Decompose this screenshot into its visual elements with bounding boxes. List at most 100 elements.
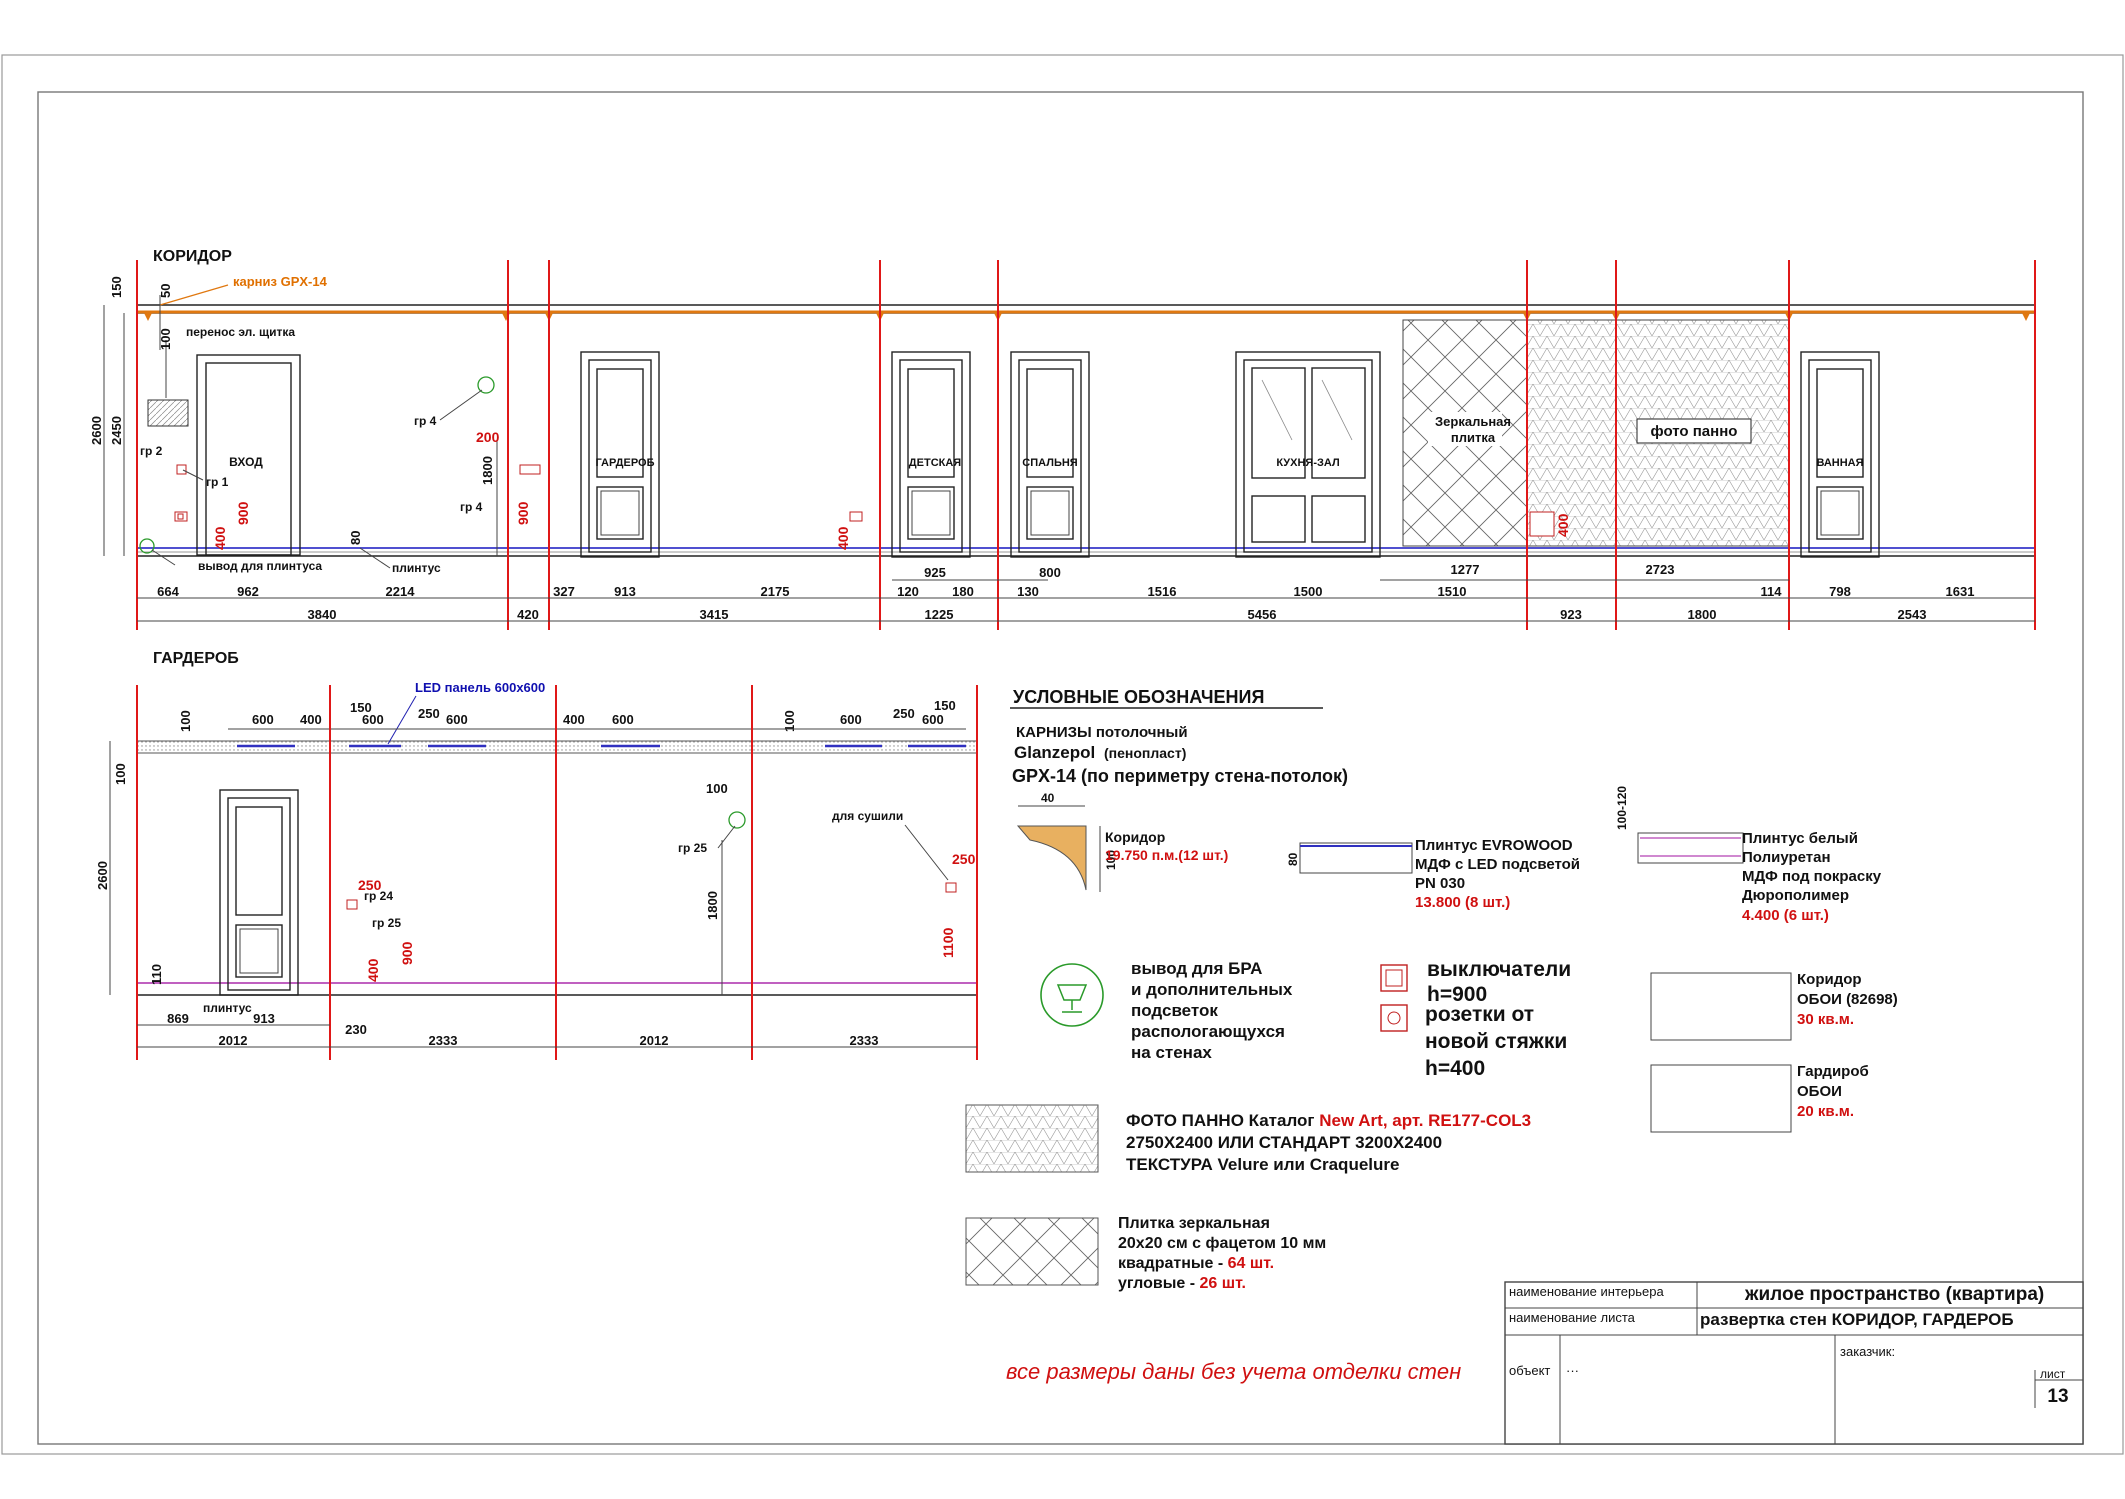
wardrobe-elevation: ГАРДЕРОБ LED панель 600x600 100 600 400 … [95,650,978,1060]
svg-text:600: 600 [922,712,944,727]
door-bedroom: СПАЛЬНЯ [1010,351,1090,558]
svg-text:гр 1: гр 1 [206,475,229,489]
mirror-label-1: Зеркальная [1435,414,1511,429]
led-panel-callout: LED панель 600x600 [415,680,545,695]
outlet-note: вывод для плинтуса [198,559,322,573]
svg-text:13: 13 [2047,1386,2068,1407]
svg-text:распологающухся: распологающухся [1131,1022,1285,1041]
svg-text:13.800 (8 шт.): 13.800 (8 шт.) [1415,894,1510,911]
svg-text:ВАННАЯ: ВАННАЯ [1816,457,1863,469]
svg-text:3840: 3840 [308,607,337,622]
svg-text:подсветок: подсветок [1131,1001,1218,1020]
svg-text:900: 900 [515,501,531,525]
panel-note: перенос эл. щитка [186,325,295,339]
svg-text:2175: 2175 [761,584,790,599]
socket-icon [519,464,541,475]
led-plinth-legend: 80 Плинтус EVROWOOD МДФ с LED подсветой … [1286,837,1580,911]
svg-text:гр 4: гр 4 [460,500,483,514]
svg-text:900: 900 [399,941,415,965]
svg-text:798: 798 [1829,584,1851,599]
socket-icon [174,511,188,522]
svg-text:800: 800 [1039,565,1061,580]
svg-text:150: 150 [109,276,124,298]
svg-text:2543: 2543 [1898,607,1927,622]
svg-text:развертка стен КОРИДОР, ГАРДЕР: развертка стен КОРИДОР, ГАРДЕРОБ [1700,1310,2014,1329]
svg-text:2214: 2214 [386,584,416,599]
svg-text:КУХНЯ-ЗАЛ: КУХНЯ-ЗАЛ [1276,457,1339,469]
svg-text:5456: 5456 [1248,607,1277,622]
svg-text:230: 230 [345,1022,367,1037]
svg-text:900: 900 [235,501,251,525]
corridor-dims-row2: 3840 420 3415 1225 5456 923 1800 2543 [308,607,1927,622]
svg-text:100: 100 [706,781,728,796]
svg-text:869: 869 [167,1011,189,1026]
svg-text:наименование интерьера: наименование интерьера [1509,1284,1664,1299]
svg-text:(пенопласт): (пенопласт) [1104,745,1186,761]
svg-text:100: 100 [782,710,797,732]
svg-text:ВХОД: ВХОД [229,455,263,469]
svg-text:30 кв.м.: 30 кв.м. [1797,1011,1854,1028]
wall-light-outlet-icon [728,811,746,829]
legend: УСЛОВНЫЕ ОБОЗНАЧЕНИЯ КАРНИЗЫ потолочный … [965,687,1898,1292]
svg-text:вывод для БРА: вывод для БРА [1131,959,1262,978]
wardrobe-baseboard-note: плинтус [203,1001,252,1015]
svg-text:ТЕКСТУРА Velure или Craquelure: ТЕКСТУРА Velure или Craquelure [1126,1155,1399,1174]
svg-text:4.400 (6 шт.): 4.400 (6 шт.) [1742,907,1829,924]
corridor-dims-top: 925 800 1277 2723 [924,562,1674,580]
svg-text:2450: 2450 [109,416,124,445]
svg-text:h=900: h=900 [1427,983,1487,1006]
baseboard-note: плинтус [392,561,441,575]
socket-icon [1529,511,1555,537]
svg-text:заказчик:: заказчик: [1840,1344,1895,1359]
wardrobe-door [219,789,299,996]
svg-text:1500: 1500 [1294,584,1323,599]
wallpaper1-swatch [1650,972,1792,1041]
photo-panel-label: фото панно [1651,423,1738,440]
svg-text:1100: 1100 [940,927,956,958]
door-kitchen: КУХНЯ-ЗАЛ [1235,351,1381,558]
door-bathroom: ВАННАЯ [1800,351,1880,558]
socket-icon [346,899,358,910]
cut-lines-wardrobe [136,685,978,1060]
svg-text:МДФ с LED подсветой: МДФ с LED подсветой [1415,856,1580,873]
svg-text:3415: 3415 [700,607,729,622]
svg-text:600: 600 [840,712,862,727]
svg-text:на стенах: на стенах [1131,1043,1212,1062]
svg-text:913: 913 [614,584,636,599]
legend-title: УСЛОВНЫЕ ОБОЗНАЧЕНИЯ [1013,687,1264,707]
svg-text:2723: 2723 [1646,562,1675,577]
svg-text:Коридор: Коридор [1105,829,1165,845]
svg-text:400: 400 [212,526,228,550]
door-kids: ДЕТСКАЯ [891,351,971,558]
svg-text:2600: 2600 [95,861,110,890]
svg-text:жилое пространство (квартира): жилое пространство (квартира) [1744,1284,2044,1305]
svg-text:Полиуретан: Полиуретан [1742,849,1831,866]
svg-text:80: 80 [348,531,363,545]
svg-text:гр 25: гр 25 [372,916,401,930]
svg-text:2600: 2600 [89,416,104,445]
svg-text:600: 600 [446,712,468,727]
svg-text:МДФ под покраску: МДФ под покраску [1742,868,1882,885]
svg-text:20 кв.м.: 20 кв.м. [1797,1103,1854,1120]
svg-text:250: 250 [952,851,976,867]
svg-text:664: 664 [157,584,179,599]
svg-text:ДЕТСКАЯ: ДЕТСКАЯ [909,457,961,469]
svg-text:100: 100 [113,763,128,785]
title-block: наименование интерьера жилое пространств… [1504,1281,2084,1445]
svg-text:новой стяжки: новой стяжки [1425,1030,1567,1053]
svg-text:250: 250 [358,877,382,893]
svg-text:ОБОИ (82698): ОБОИ (82698) [1797,991,1898,1008]
wardrobe-top-dims: 100 600 400 150 600 250 600 400 600 100 … [178,698,956,732]
wall-light-outlet-icon [1040,963,1104,1027]
svg-text:600: 600 [612,712,634,727]
svg-text:Дюрополимер: Дюрополимер [1742,887,1849,904]
svg-text:гр 2: гр 2 [140,444,163,458]
inner-frame [37,91,2084,1445]
wardrobe-title: ГАРДЕРОБ [153,650,239,667]
svg-text:50: 50 [158,284,173,298]
svg-text:250: 250 [893,706,915,721]
socket-icon [849,511,863,522]
wall-light-outlet-icon [477,376,495,394]
svg-text:угловые - 26 шт.: угловые - 26 шт. [1118,1275,1246,1292]
